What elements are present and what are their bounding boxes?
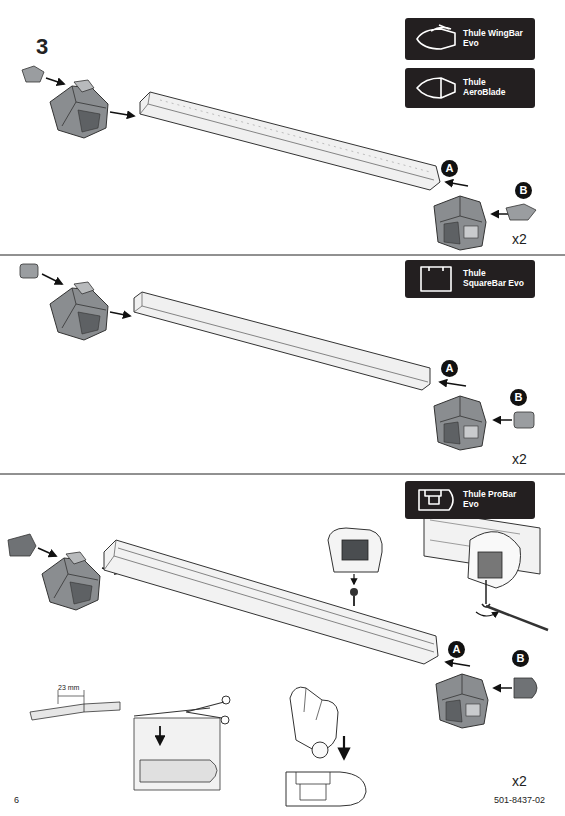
product-name: Thule WingBar Evo bbox=[463, 29, 525, 49]
callout-letter: A bbox=[441, 160, 458, 177]
product-badge: Thule AeroBlade bbox=[405, 68, 535, 108]
callout-letter: B bbox=[515, 182, 532, 199]
quantity: x2 bbox=[512, 774, 527, 788]
step-number: 3 bbox=[36, 36, 48, 58]
callout-letter-text: A bbox=[446, 363, 454, 374]
callout-letter: B bbox=[512, 650, 529, 667]
callout-letter: A bbox=[448, 641, 465, 658]
quantity: x2 bbox=[512, 232, 527, 246]
callout-letter-text: B bbox=[520, 185, 528, 196]
profile-icon bbox=[411, 261, 461, 297]
dimension: 23 mm bbox=[58, 684, 79, 691]
callout-letter-text: B bbox=[515, 392, 523, 403]
profile-icon bbox=[411, 482, 461, 518]
callout-letter: A bbox=[441, 360, 458, 377]
callout-letter-text: A bbox=[453, 644, 461, 655]
profile-icon bbox=[411, 70, 461, 106]
product-name: Thule SquareBar Evo bbox=[463, 269, 525, 289]
callout-letter-text: B bbox=[517, 653, 525, 664]
page-number: 6 bbox=[14, 796, 19, 805]
product-badge: Thule WingBar Evo bbox=[405, 18, 535, 60]
callout-letter-text: A bbox=[446, 163, 454, 174]
profile-icon bbox=[411, 21, 461, 57]
document-number: 501-8437-02 bbox=[494, 796, 545, 805]
product-badge: Thule SquareBar Evo bbox=[405, 260, 535, 298]
callout-letter: B bbox=[510, 389, 527, 406]
product-name: Thule ProBar Evo bbox=[463, 490, 525, 510]
product-badge: Thule ProBar Evo bbox=[405, 481, 535, 519]
product-name: Thule AeroBlade bbox=[463, 78, 525, 98]
quantity: x2 bbox=[512, 452, 527, 466]
